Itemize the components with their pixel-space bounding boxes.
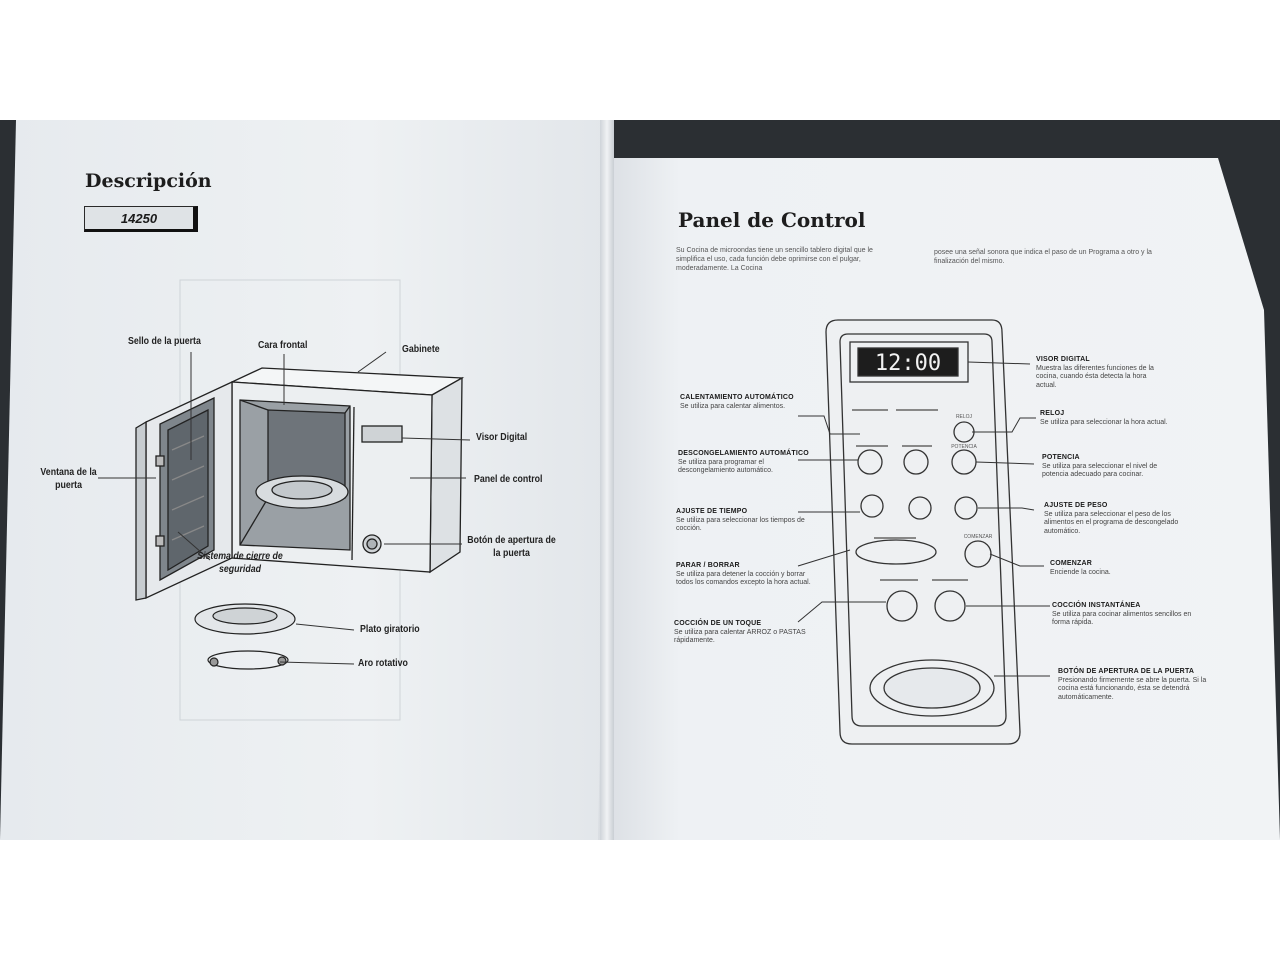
display-readout: 12:00	[875, 351, 941, 376]
turntable-parts	[194, 603, 296, 670]
callout-weight-title: AJUSTE DE PESO	[1044, 502, 1108, 509]
callout-start-desc: Enciende la cocina.	[1050, 568, 1111, 576]
callout-door-button-desc: Presionando firmemente se abre la puerta…	[1058, 676, 1207, 701]
model-number-badge: 14250	[84, 206, 198, 232]
callout-clock: RELOJ Se utiliza para seleccionar la hor…	[1040, 410, 1174, 427]
callout-auto-heat: CALENTAMIENTO AUTOMÁTICO Se utiliza para…	[680, 394, 820, 411]
callout-instant-desc: Se utiliza para cocinar alimentos sencil…	[1052, 610, 1192, 627]
left-leader-lines	[98, 351, 471, 665]
book-spine	[600, 120, 614, 840]
callout-door-button-title: BOTÓN DE APERTURA DE LA PUERTA	[1058, 668, 1195, 675]
callout-stop-clear-title: PARAR / BORRAR	[676, 562, 740, 569]
callout-time-adjust-title: AJUSTE DE TIEMPO	[676, 508, 748, 515]
label-rotating-ring: Aro rotativo	[358, 658, 408, 669]
callout-stop-clear: PARAR / BORRAR Se utiliza para detener l…	[676, 562, 812, 588]
callout-door-button: BOTÓN DE APERTURA DE LA PUERTA Presionan…	[1058, 668, 1208, 702]
callout-display-desc: Muestra las diferentes funciones de la c…	[1036, 364, 1154, 389]
callout-instant: COCCIÓN INSTANTÁNEA Se utiliza para coci…	[1052, 602, 1194, 628]
section-heading-panel-de-control: Panel de Control	[678, 208, 866, 232]
label-control-panel: Panel de control	[474, 474, 543, 485]
callout-time-adjust: AJUSTE DE TIEMPO Se utiliza para selecci…	[676, 508, 808, 534]
callout-power-title: POTENCIA	[1042, 454, 1080, 461]
label-safety-lock: Sistema de cierre de seguridad	[197, 551, 283, 575]
callout-auto-heat-desc: Se utiliza para calentar alimentos.	[680, 402, 786, 410]
callout-weight-desc: Se utiliza para seleccionar el peso de l…	[1044, 510, 1179, 535]
panel-potencia-text: POTENCIA	[951, 444, 977, 450]
label-turntable: Plato giratorio	[360, 624, 420, 635]
intro-text-left: Su Cocina de microondas tiene un sencill…	[676, 247, 873, 272]
callout-start-title: COMENZAR	[1050, 560, 1093, 567]
callout-clock-title: RELOJ	[1040, 410, 1065, 417]
callout-auto-heat-title: CALENTAMIENTO AUTOMÁTICO	[680, 394, 794, 401]
callout-stop-clear-desc: Se utiliza para detener la cocción y bor…	[676, 570, 811, 587]
callout-power: POTENCIA Se utiliza para seleccionar el …	[1042, 454, 1180, 480]
callout-weight: AJUSTE DE PESO Se utiliza para seleccion…	[1044, 502, 1188, 536]
label-door-seal: Sello de la puerta	[128, 336, 201, 347]
panel-comenzar-text: COMENZAR	[964, 534, 993, 540]
label-digital-display: Visor Digital	[476, 432, 528, 443]
control-panel-drawing	[825, 319, 1021, 745]
callout-clock-desc: Se utiliza para seleccionar la hora actu…	[1040, 418, 1168, 426]
microwave-drawing	[135, 367, 465, 601]
label-cabinet: Gabinete	[402, 344, 440, 355]
illustrations: 12:00 RELOJ POTENCIA COMENZAR	[98, 279, 1050, 745]
callout-auto-defrost: DESCONGELAMIENTO AUTOMÁTICO Se utiliza p…	[678, 450, 810, 476]
panel-reloj-text: RELOJ	[956, 414, 973, 420]
intro-text-right: posee una señal sonora que indica el pas…	[934, 249, 1152, 265]
label-door-open-button: Botón de apertura de la puerta	[467, 535, 556, 559]
right-leader-lines	[797, 361, 1050, 677]
callout-auto-defrost-desc: Se utiliza para programar el descongelam…	[678, 458, 773, 475]
callout-one-touch: COCCIÓN DE UN TOQUE Se utiliza para cale…	[674, 620, 810, 646]
callout-auto-defrost-title: DESCONGELAMIENTO AUTOMÁTICO	[678, 450, 809, 457]
callout-display: VISOR DIGITAL Muestra las diferentes fun…	[1036, 356, 1166, 390]
callout-start: COMENZAR Enciende la cocina.	[1050, 560, 1190, 577]
callout-one-touch-desc: Se utiliza para calentar ARROZ o PASTAS …	[674, 628, 806, 645]
callout-power-desc: Se utiliza para seleccionar el nivel de …	[1042, 462, 1158, 479]
section-heading-descripcion: Descripción	[85, 170, 212, 192]
callout-time-adjust-desc: Se utiliza para seleccionar los tiempos …	[676, 516, 805, 533]
callout-one-touch-title: COCCIÓN DE UN TOQUE	[674, 620, 762, 627]
callout-display-title: VISOR DIGITAL	[1036, 356, 1090, 363]
label-door-window: Ventana de la puerta	[40, 467, 97, 491]
callout-instant-title: COCCIÓN INSTANTÁNEA	[1052, 602, 1141, 609]
label-front-face: Cara frontal	[258, 340, 308, 351]
book-photo: 12:00 RELOJ POTENCIA COMENZAR Descripció…	[0, 120, 1280, 840]
